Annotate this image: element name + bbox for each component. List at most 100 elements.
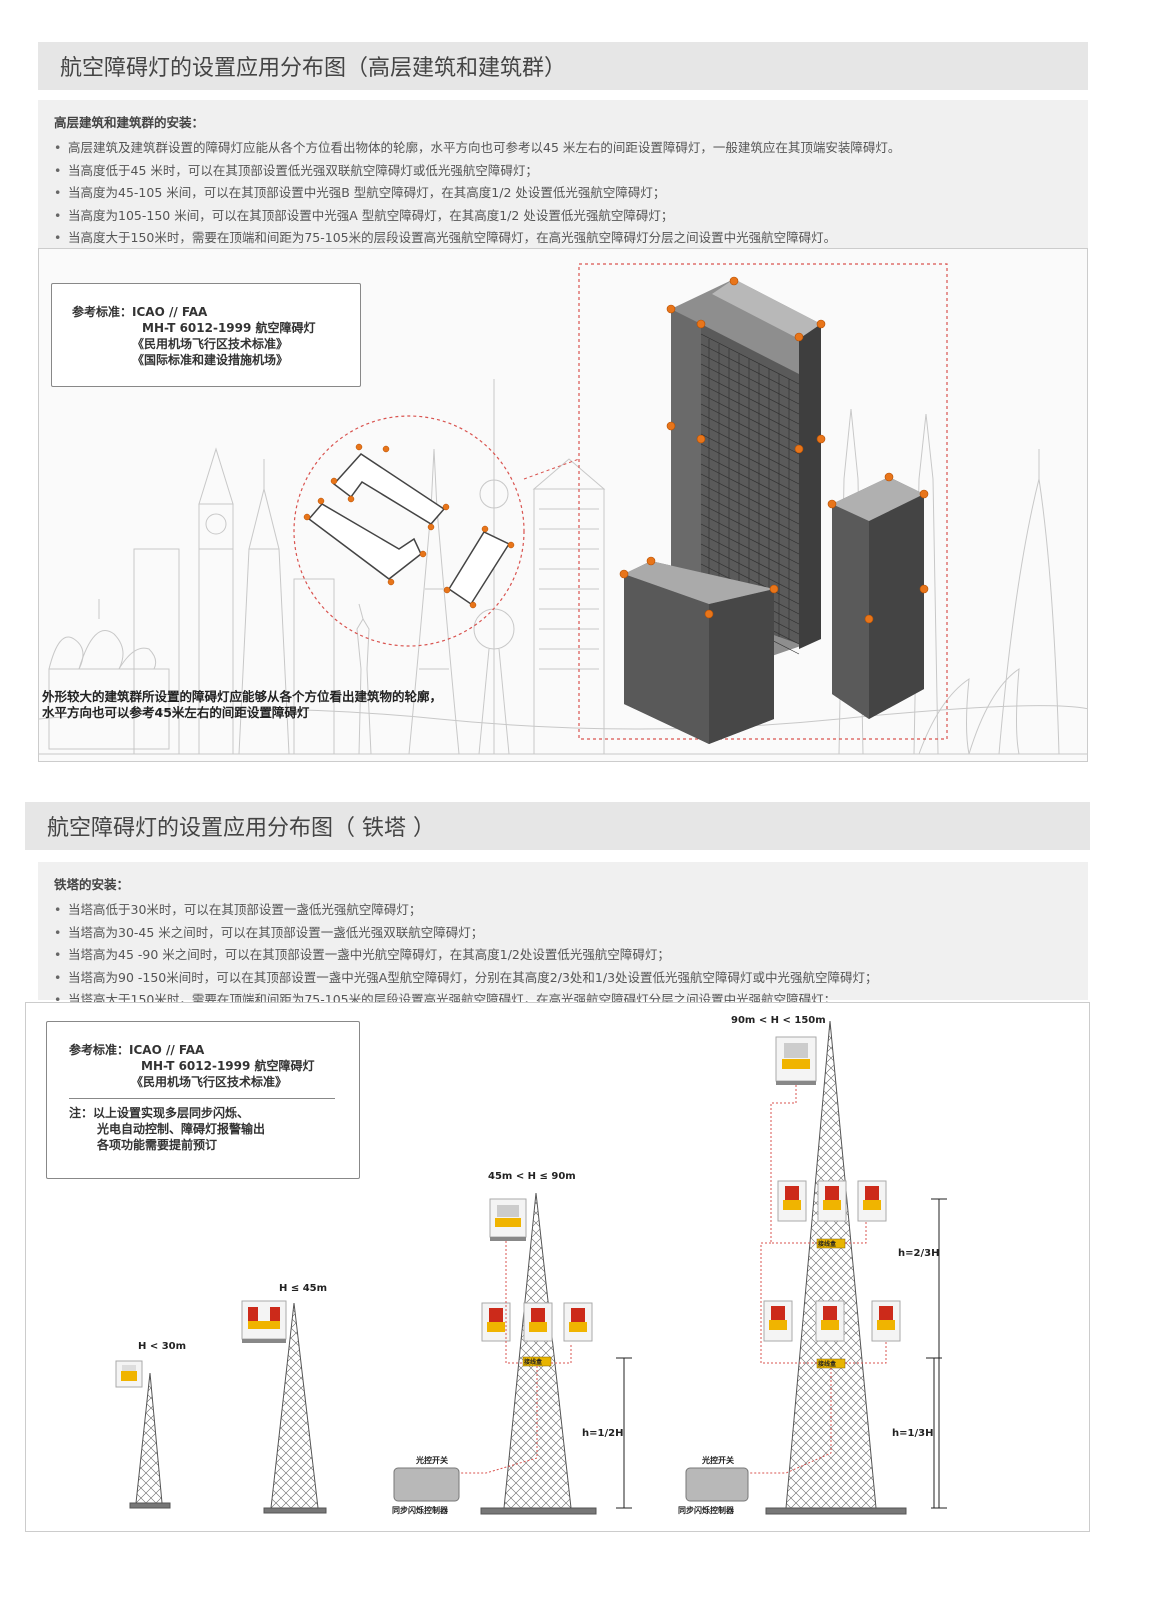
- building-obstruction-lights: [619, 276, 929, 624]
- tower-floor-line: [700, 383, 800, 435]
- tower-4-wiring: [734, 1085, 887, 1474]
- tower-2-label: H ≤ 45m: [279, 1283, 328, 1294]
- tower-4-top-light-icon: [775, 1036, 817, 1085]
- buildings-highlight-box: [578, 263, 948, 740]
- tower-floor-line: [700, 523, 800, 575]
- tower-floor-line: [700, 513, 800, 565]
- junction-label-2: 接线盒: [818, 1241, 837, 1248]
- tower-1: [129, 1372, 171, 1509]
- section1-info-box: 高层建筑和建筑群的安装： 高层建筑及建筑群设置的障碍灯应能从各个方位看出物体的轮…: [38, 100, 1088, 250]
- tower-2-light-icon: [241, 1300, 287, 1343]
- section2-title: 航空障碍灯的设置应用分布图（ 铁塔 ）: [47, 816, 435, 841]
- plan-view-shapes: [307, 453, 511, 606]
- right-building: [832, 477, 924, 719]
- section1-reference-box: 参考标准：ICAO // FAA MH-T 6012-1999 航空障碍灯 《民…: [51, 283, 361, 387]
- tower-3-wiring: [446, 1241, 572, 1474]
- tower-floor-line: [700, 443, 800, 495]
- junction-label-3: 接线盒: [818, 1361, 837, 1368]
- ref1-line1: ICAO // FAA: [132, 305, 208, 319]
- tower-floor-line: [700, 533, 800, 585]
- ref1-line2: MH-T 6012-1999 航空障碍灯: [142, 321, 316, 335]
- tower-floor-line: [700, 413, 800, 465]
- ref2-note1: 以上设置实现多层同步闪烁、: [93, 1106, 250, 1120]
- tower-floor-line: [700, 543, 800, 595]
- tower-3: [480, 1192, 597, 1515]
- section2-bullet-1: 当塔高低于30米时，可以在其顶部设置一盏低光强航空障碍灯；: [54, 899, 1072, 922]
- tower-floor-line: [700, 483, 800, 535]
- tower-4-upper-lights: [777, 1180, 887, 1249]
- section1-bullet-4: 当高度为105-150 米间，可以在其顶部设置中光强A 型航空障碍灯，在其高度1…: [54, 205, 1072, 228]
- tower-4-dimensions: [926, 1198, 947, 1509]
- section2-bullet-4: 当塔高为90 -150米间时，可以在其顶部设置一盏中光强A型航空障碍灯，分别在其…: [54, 967, 1072, 990]
- ref1-line3: 《民用机场飞行区技术标准》: [132, 337, 289, 351]
- tower-3-top-light-icon: [489, 1198, 527, 1241]
- switch-label-1: 光控开关: [416, 1456, 448, 1465]
- controller-label-2: 同步闪烁控制器: [678, 1506, 734, 1515]
- tower-floor-line: [700, 333, 800, 385]
- tower-3-label: 45m < H ≤ 90m: [488, 1171, 576, 1182]
- section1-bullet-1: 高层建筑及建筑群设置的障碍灯应能从各个方位看出物体的轮廓，水平方向也可参考以45…: [54, 137, 1072, 160]
- section2-install-title: 铁塔的安装：: [54, 877, 130, 892]
- junction-label-1: 接线盒: [524, 1359, 543, 1366]
- tower-floor-line: [700, 363, 800, 415]
- tower-4-one-third-label: h=1/3H: [892, 1428, 934, 1439]
- ref2-line3: 《民用机场飞行区技术标准》: [131, 1075, 288, 1089]
- ref2-note2: 光电自动控制、障碍灯报警输出: [97, 1122, 266, 1136]
- controller-label-1: 同步闪烁控制器: [392, 1506, 448, 1515]
- section1-bullet-5: 当高度大于150米时，需要在顶端和间距为75-105米的层段设置高光强航空障碍灯…: [54, 227, 1072, 250]
- section1-bullet-3: 当高度为45-105 米间，可以在其顶部设置中光强B 型航空障碍灯，在其高度1/…: [54, 182, 1072, 205]
- buildings-diagram: 参考标准：ICAO // FAA MH-T 6012-1999 航空障碍灯 《民…: [38, 248, 1088, 762]
- low-block-building: [624, 561, 774, 744]
- section1-bullet-2: 当高度低于45 米时，可以在其顶部设置低光强双联航空障碍灯或低光强航空障碍灯；: [54, 160, 1072, 183]
- controller-2: [685, 1467, 749, 1502]
- towers-diagram: 参考标准：ICAO // FAA MH-T 6012-1999 航空障碍灯 《民…: [25, 1002, 1090, 1532]
- section1-header: 航空障碍灯的设置应用分布图（高层建筑和建筑群）: [38, 42, 1088, 90]
- tower-floor-line: [700, 493, 800, 545]
- tower-3-mid-lights: [481, 1302, 593, 1367]
- buildings-caption: 外形较大的建筑群所设置的障碍灯应能够从各个方位看出建筑物的轮廓， 水平方向也可以…: [42, 689, 442, 721]
- tower-3-half-label: h=1/2H: [582, 1428, 624, 1439]
- section2-bullet-3: 当塔高为45 -90 米之间时，可以在其顶部设置一盏中光航空障碍灯，在其高度1/…: [54, 944, 1072, 967]
- tower-3-dimension: [616, 1357, 632, 1509]
- tower-floor-line: [700, 403, 800, 455]
- section2-reference-box: 参考标准：ICAO // FAA MH-T 6012-1999 航空障碍灯 《民…: [46, 1021, 360, 1179]
- tower-floor-line: [700, 393, 800, 445]
- tower-floor-line: [700, 473, 800, 525]
- ref2-note3: 各项功能需要提前预订: [97, 1138, 218, 1152]
- tower-floor-line: [700, 463, 800, 515]
- ref2-note-label: 注：: [69, 1106, 94, 1120]
- ref1-label: 参考标准：: [72, 305, 133, 319]
- section1-install-title: 高层建筑和建筑群的安装：: [54, 115, 205, 130]
- tower-floor-line: [700, 503, 800, 555]
- tower-floor-line: [700, 453, 800, 505]
- tower-floor-line: [700, 553, 800, 605]
- section2-header: 航空障碍灯的设置应用分布图（ 铁塔 ）: [25, 802, 1090, 850]
- section2-info-box: 铁塔的安装： 当塔高低于30米时，可以在其顶部设置一盏低光强航空障碍灯； 当塔高…: [38, 862, 1088, 1011]
- ref2-line2: MH-T 6012-1999 航空障碍灯: [141, 1059, 315, 1073]
- buildings-illustration: [39, 263, 1087, 755]
- tower-floor-line: [700, 423, 800, 475]
- tower-1-label: H < 30m: [138, 1341, 187, 1352]
- tower-floor-line: [700, 343, 800, 395]
- tower-4: [765, 1020, 907, 1515]
- ref2-label: 参考标准：: [69, 1043, 130, 1057]
- tower-4-label: 90m < H < 150m: [731, 1015, 826, 1026]
- controller-1: [393, 1467, 460, 1502]
- ref1-line4: 《国际标准和建设措施机场》: [132, 353, 289, 367]
- tower-floor-line: [700, 353, 800, 405]
- ref2-line1: ICAO // FAA: [129, 1043, 205, 1057]
- tower-4-two-third-label: h=2/3H: [898, 1248, 940, 1259]
- tower-1-light-icon: [115, 1360, 143, 1388]
- tower-2: [263, 1302, 327, 1514]
- buildings-caption-line2: 水平方向也可以参考45米左右的间距设置障碍灯: [42, 705, 310, 720]
- tower-floor-line: [700, 373, 800, 425]
- switch-label-2: 光控开关: [702, 1456, 734, 1465]
- plan-view-circle: [293, 415, 525, 647]
- tower-floor-line: [700, 433, 800, 485]
- tower-4-lower-lights: [763, 1300, 901, 1369]
- towers-illustration: [115, 1020, 947, 1515]
- section2-bullet-2: 当塔高为30-45 米之间时，可以在其顶部设置一盏低光强双联航空障碍灯；: [54, 922, 1072, 945]
- buildings-caption-line1: 外形较大的建筑群所设置的障碍灯应能够从各个方位看出建筑物的轮廓，: [42, 689, 443, 704]
- plan-view-lights: [303, 443, 515, 609]
- section1-title: 航空障碍灯的设置应用分布图（高层建筑和建筑群）: [60, 56, 567, 81]
